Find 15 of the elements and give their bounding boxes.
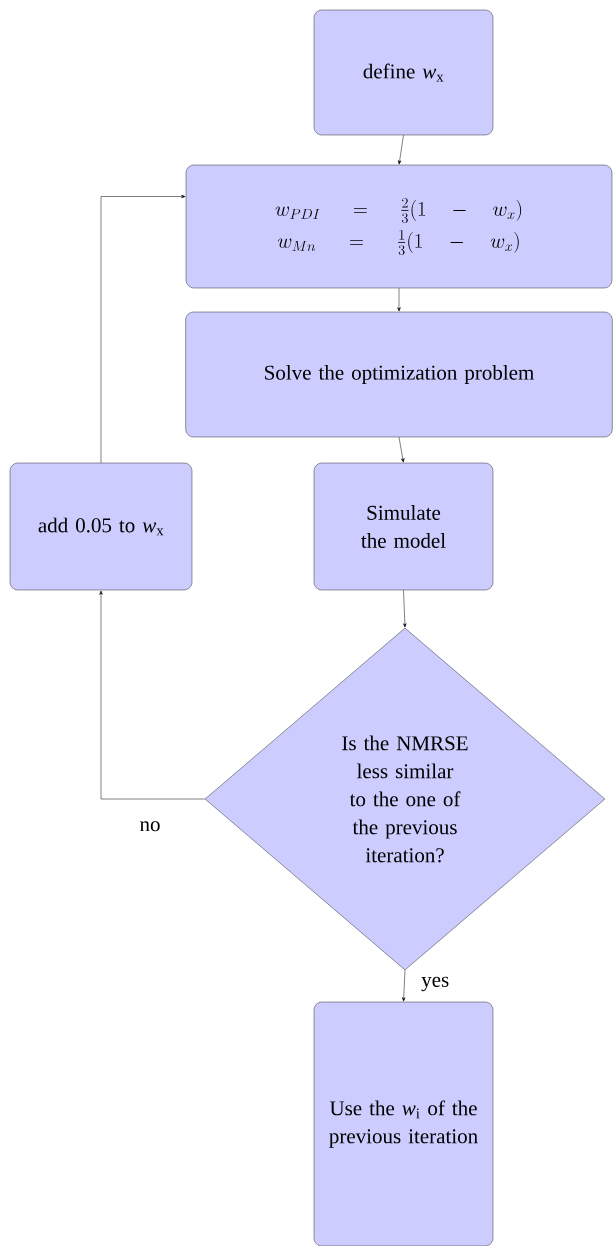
arrow	[403, 589, 407, 628]
process-box: add 0.05 to w$_{x}$	[9, 462, 193, 591]
process-box: Solve the optimization problem	[185, 311, 613, 438]
process-box: Use the w$_{i}$ of the previous iteration	[313, 1001, 494, 1246]
arrow	[402, 969, 406, 1002]
edge-label: yes	[420, 975, 451, 993]
arrow	[99, 590, 206, 800]
arrow	[397, 134, 404, 165]
arrow	[100, 194, 186, 464]
arrow	[397, 287, 401, 312]
process-box: define w$_{x}$	[313, 9, 494, 136]
edge-label: no	[138, 820, 162, 833]
process-box: Simulate the model	[313, 462, 494, 591]
process-box: $w_{PDI} \;=\; \tfrac{2}{3}(1 \;-\; w_x)$ $w_{Mn} \;=\; \tfrac{1}{3}(1 \;-\; w_x)$	[185, 164, 613, 289]
arrow	[398, 436, 405, 463]
